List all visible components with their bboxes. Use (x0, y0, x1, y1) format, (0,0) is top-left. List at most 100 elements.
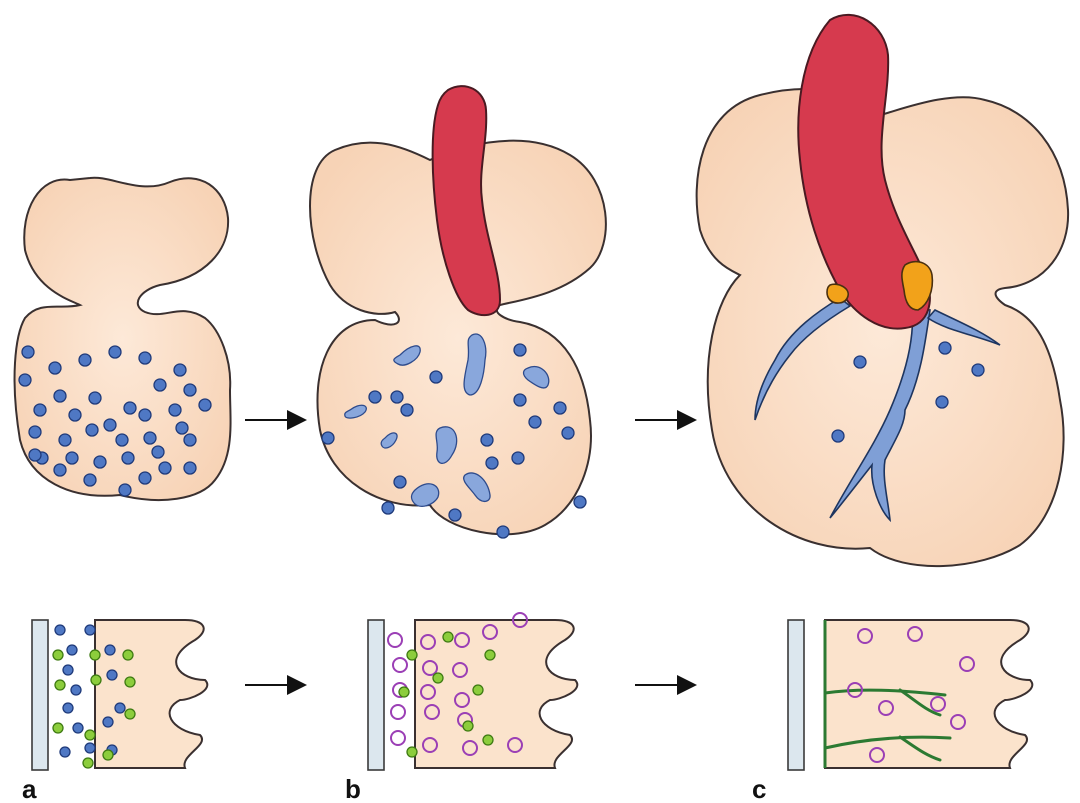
mesenchymal-cell (29, 426, 41, 438)
mesenchymal-cell (86, 424, 98, 436)
mesenchymal-cell (512, 452, 524, 464)
mesenchymal-cell (832, 430, 844, 442)
green-cell (103, 750, 113, 760)
mesenchymal-cell (109, 346, 121, 358)
green-cell (83, 758, 93, 768)
mesenchymal-cell (199, 399, 211, 411)
mesenchymal-cell (369, 391, 381, 403)
mesenchymal-cell (514, 394, 526, 406)
green-cell (123, 650, 133, 660)
mesenchymal-cell (79, 354, 91, 366)
green-cell (483, 735, 493, 745)
endothelial-ring-cell (393, 658, 407, 672)
endothelial-ring-cell (391, 731, 405, 745)
mesenchymal-cell (144, 432, 156, 444)
mesenchymal-cell (394, 476, 406, 488)
green-cell (90, 650, 100, 660)
green-cell (55, 680, 65, 690)
green-cell (485, 650, 495, 660)
green-cell (443, 632, 453, 642)
mesenchymal-cell (29, 449, 41, 461)
section-a (32, 620, 207, 770)
blue-cell (63, 665, 73, 675)
blue-cell (103, 717, 113, 727)
mesenchymal-cell (139, 352, 151, 364)
mesenchymal-cell (562, 427, 574, 439)
mesenchymal-cell (22, 346, 34, 358)
blue-cell (115, 703, 125, 713)
mesenchymal-cell (401, 404, 413, 416)
mesenchymal-cell (139, 472, 151, 484)
mesenchymal-cell (59, 434, 71, 446)
section-c (788, 620, 1032, 770)
mesenchymal-cell (116, 434, 128, 446)
mesenchymal-cell (119, 484, 131, 496)
mesenchymal-cell (939, 342, 951, 354)
mesenchymal-cell (124, 402, 136, 414)
mesenchymal-cell (184, 384, 196, 396)
green-cell (125, 677, 135, 687)
green-cell (399, 687, 409, 697)
blue-cell (85, 743, 95, 753)
mesenchymal-cell (184, 462, 196, 474)
mesenchymal-cell (529, 416, 541, 428)
mesenchymal-cell (481, 434, 493, 446)
mesenchymal-cell (104, 419, 116, 431)
panel-label-c: c (752, 774, 766, 803)
mesenchymal-cell (49, 362, 61, 374)
mesenchymal-cell (69, 409, 81, 421)
blue-cell (85, 625, 95, 635)
mesenchymal-cell (139, 409, 151, 421)
green-cell (463, 721, 473, 731)
mesenchymal-cell (176, 422, 188, 434)
organ-a (15, 178, 231, 500)
endothelial-ring-cell (391, 705, 405, 719)
green-cell (433, 673, 443, 683)
blue-cell (73, 723, 83, 733)
mesenchymal-cell (94, 456, 106, 468)
mesenchymal-cell (154, 379, 166, 391)
mesenchymal-cell (574, 496, 586, 508)
mesenchymal-cell (152, 446, 164, 458)
green-cell (85, 730, 95, 740)
green-cell (473, 685, 483, 695)
mesenchymal-cell (174, 364, 186, 376)
mesenchymal-cell (382, 502, 394, 514)
mesenchymal-cell (554, 402, 566, 414)
mesenchymal-cell (391, 391, 403, 403)
mesenchymal-cell (936, 396, 948, 408)
mesenchymal-cell (159, 462, 171, 474)
blue-cell (105, 645, 115, 655)
blue-cell (55, 625, 65, 635)
mesenchymal-cell (54, 390, 66, 402)
blue-cell (63, 703, 73, 713)
green-cell (125, 709, 135, 719)
mesenchymal-cell (497, 526, 509, 538)
mesenchymal-cell (34, 404, 46, 416)
mesenchymal-cell (430, 371, 442, 383)
green-cell (91, 675, 101, 685)
mesenchymal-cell (184, 434, 196, 446)
mesenchymal-cell (486, 457, 498, 469)
green-cell (407, 747, 417, 757)
mesenchymal-cell (122, 452, 134, 464)
blue-cell (67, 645, 77, 655)
green-cell (407, 650, 417, 660)
mesenchymal-cell (84, 474, 96, 486)
blue-cell (60, 747, 70, 757)
mesenchymal-cell (449, 509, 461, 521)
mesenchymal-cell (322, 432, 334, 444)
green-cell (53, 723, 63, 733)
mesenchymal-cell (19, 374, 31, 386)
panel-label-a: a (22, 774, 37, 803)
panel-label-b: b (345, 774, 361, 803)
green-cell (53, 650, 63, 660)
endothelial-ring-cell (388, 633, 402, 647)
mesenchymal-cell (854, 356, 866, 368)
mesenchymal-cell (169, 404, 181, 416)
mesenchymal-cell (54, 464, 66, 476)
mesenchymal-cell (66, 452, 78, 464)
mesenchymal-cell (972, 364, 984, 376)
mesenchymal-cell (89, 392, 101, 404)
